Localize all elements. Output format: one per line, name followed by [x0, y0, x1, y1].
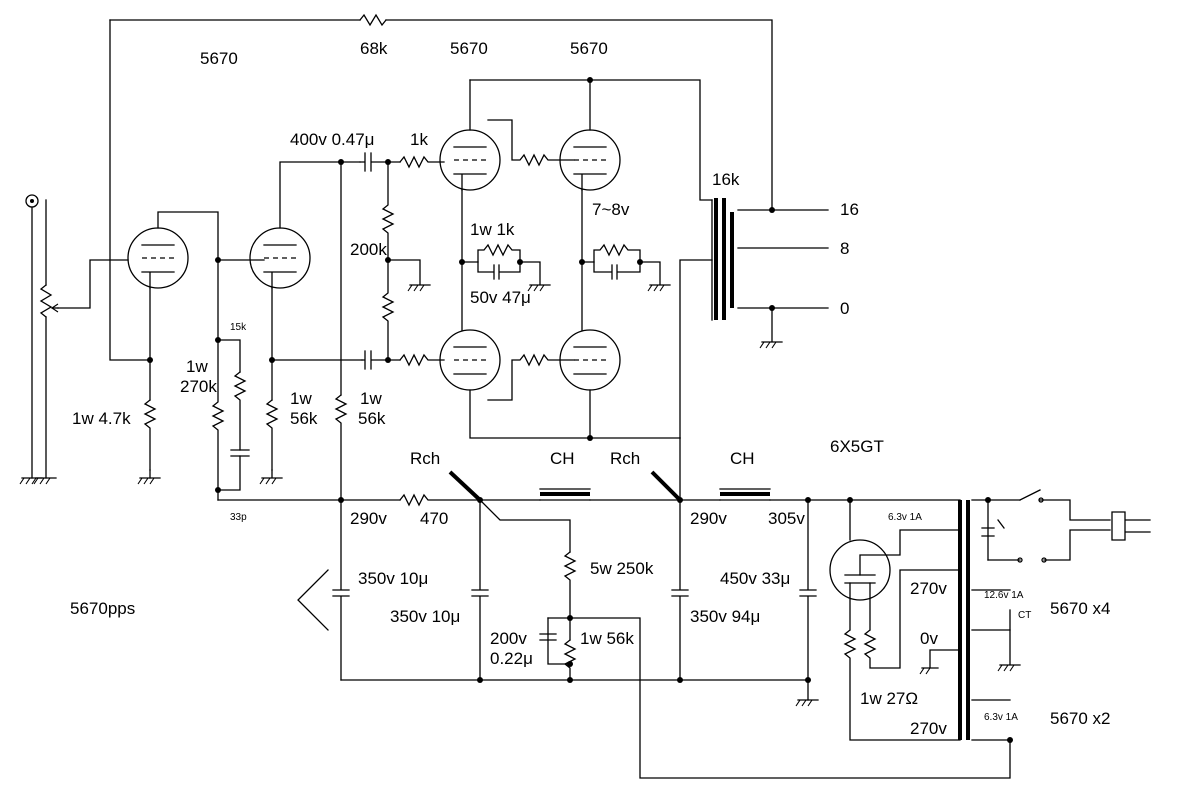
bplus-rail — [217, 437, 961, 619]
label-r470: 470 — [420, 509, 448, 528]
label-title-left: 5670 — [200, 49, 238, 68]
label-tap-8: 8 — [840, 239, 849, 258]
label-h63-b: 6.3v 1A — [984, 712, 1018, 723]
tube-v5 — [439, 261, 681, 439]
r-200k-divider — [381, 161, 431, 361]
label-x2: 5670 x2 — [1050, 709, 1111, 728]
label-rch2: Rch — [610, 449, 640, 468]
label-r-grid: 1k — [410, 130, 428, 149]
label-rch1: Rch — [410, 449, 440, 468]
label-r-200k: 200k — [350, 240, 387, 259]
label-v270a: 270v — [910, 579, 947, 598]
label-v0: 0v — [920, 629, 938, 648]
tube-v1 — [127, 211, 219, 401]
cathode-rc-right — [581, 243, 671, 292]
label-r-56k-a2: 56k — [290, 409, 318, 428]
label-h126: 12.6v 1A — [984, 590, 1024, 601]
label-tap-0: 0 — [840, 299, 849, 318]
label-r-56k-b2: 56k — [358, 409, 386, 428]
r-270k-network — [211, 339, 250, 501]
label-tube-b: 5670 — [570, 39, 608, 58]
r-4-7k — [137, 399, 161, 485]
label-x4: 5670 x4 — [1050, 599, 1111, 618]
label-ct: CT — [1018, 610, 1031, 621]
label-r27: 1w 27Ω — [860, 689, 918, 708]
junction-dots — [147, 77, 1013, 743]
label-r5w: 5w 250k — [590, 559, 654, 578]
label-pps: 5670pps — [70, 599, 135, 618]
label-h63-a: 6.3v 1A — [888, 512, 922, 523]
label-ch1: CH — [550, 449, 575, 468]
label-r-1w1k: 1w 1k — [470, 220, 515, 239]
label-c350-10a: 350v 10μ — [358, 569, 428, 588]
r-56k-a — [259, 359, 363, 485]
label-c350-94: 350v 94μ — [690, 607, 760, 626]
feedback-wire — [109, 13, 773, 361]
coupling-caps — [334, 152, 445, 501]
output-transformer — [469, 79, 829, 439]
power-transformer — [958, 489, 1151, 741]
input-arrow — [297, 569, 329, 631]
label-c350-10b: 350v 10μ — [390, 607, 460, 626]
label-v78: 7~8v — [592, 200, 630, 219]
label-r-47k: 1w 4.7k — [72, 409, 131, 428]
label-v270b: 270v — [910, 719, 947, 738]
label-r1w56k: 1w 56k — [580, 629, 634, 648]
label-r-56k-b1: 1w — [360, 389, 382, 408]
label-cap-50v: 50v 47μ — [470, 288, 531, 307]
label-xfmr-16k: 16k — [712, 170, 740, 189]
label-c450: 450v 33μ — [720, 569, 790, 588]
tube-v6 — [487, 261, 621, 439]
volume-pot — [33, 199, 129, 485]
label-v305: 305v — [768, 509, 805, 528]
label-v290a: 290v — [350, 509, 387, 528]
schematic-labels: 5670 68k 5670 5670 400v 0.47μ 1k 200k 1w… — [70, 39, 1111, 738]
label-c200v-2: 0.22μ — [490, 649, 533, 668]
label-r-270k-1: 1w — [186, 357, 208, 376]
label-c200v-1: 200v — [490, 629, 527, 648]
label-tap-16: 16 — [840, 200, 859, 219]
label-fb-res: 68k — [360, 39, 388, 58]
label-v290b: 290v — [690, 509, 727, 528]
input-jack — [19, 194, 43, 485]
label-r-15k: 15k — [230, 322, 247, 333]
cathode-rc-left — [461, 243, 551, 292]
label-r-270k-2: 270k — [180, 377, 217, 396]
label-tube-a: 5670 — [450, 39, 488, 58]
tube-v2 — [217, 161, 361, 401]
label-rect: 6X5GT — [830, 437, 884, 456]
tube-v3 — [439, 79, 501, 263]
tube-v4 — [487, 79, 621, 263]
filter-caps — [332, 499, 1011, 779]
label-r-56k-a1: 1w — [290, 389, 312, 408]
rectifier-tube — [829, 499, 961, 741]
label-coup-cap: 400v 0.47μ — [290, 130, 374, 149]
label-ch2: CH — [730, 449, 755, 468]
label-c-33p: 33p — [230, 512, 247, 523]
